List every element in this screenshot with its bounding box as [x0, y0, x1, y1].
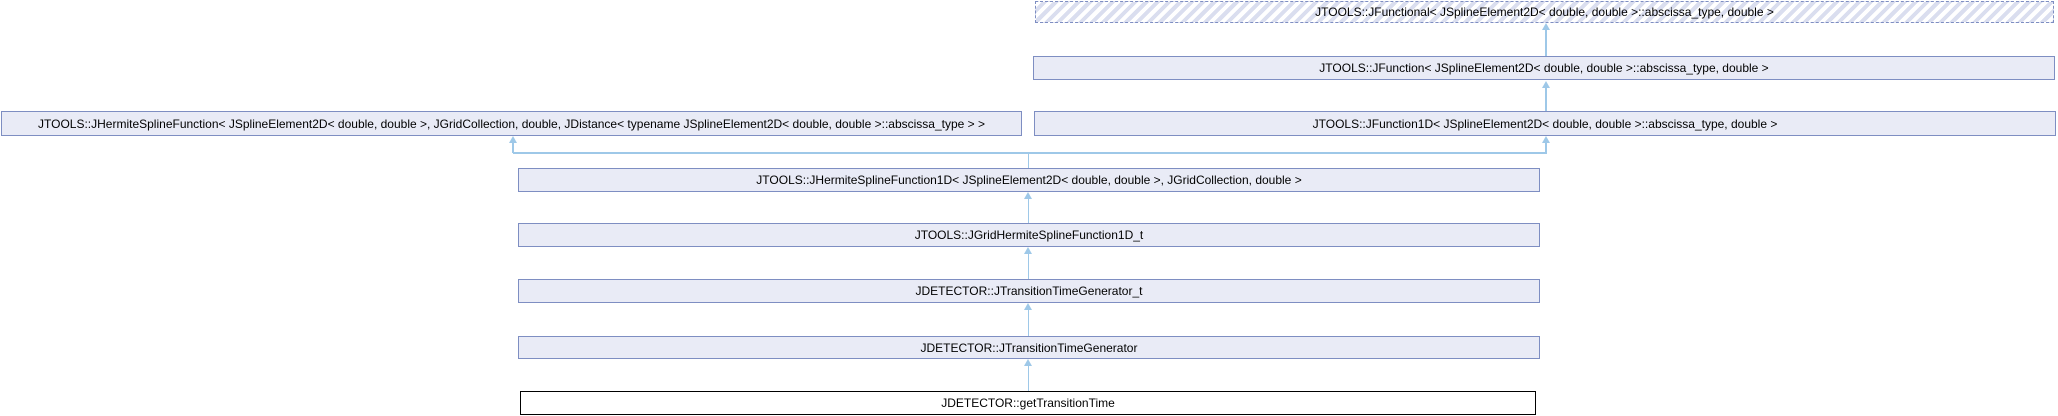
class-node-jtransitiontimegenerator-t[interactable]: JDETECTOR::JTransitionTimeGenerator_t	[518, 279, 1540, 303]
arrow-up-icon	[1541, 136, 1550, 143]
edge-jtransitiontimegenerator-t-to-jgridhermitesplinefunction1d-t	[1027, 253, 1030, 279]
arrow-up-icon	[1541, 23, 1550, 30]
class-node-jfunction[interactable]: JTOOLS::JFunction< JSplineElement2D< dou…	[1033, 56, 2055, 80]
edge-gettransitiontime-to-jtransitiontimegenerator	[1027, 365, 1030, 391]
arrow-up-icon	[1024, 359, 1032, 366]
class-node-jfunction1d[interactable]: JTOOLS::JFunction1D< JSplineElement2D< d…	[1034, 111, 2056, 136]
edge-jfunction1d-to-jfunction	[1545, 87, 1547, 111]
arrow-up-icon	[508, 136, 517, 143]
arrow-up-icon	[1024, 247, 1032, 254]
edge-jhermitesplinefunction1d-to-jfunction1d	[1545, 142, 1547, 153]
arrow-up-icon	[1024, 192, 1032, 199]
class-node-gettransitiontime: JDETECTOR::getTransitionTime	[520, 391, 1536, 415]
edge-connector-horizontal	[512, 152, 1547, 154]
class-node-jgridhermitesplinefunction1d-t[interactable]: JTOOLS::JGridHermiteSplineFunction1D_t	[518, 223, 1540, 247]
class-node-jhermitesplinefunction1d[interactable]: JTOOLS::JHermiteSplineFunction1D< JSplin…	[518, 168, 1540, 192]
class-node-jhermitesplinefunction[interactable]: JTOOLS::JHermiteSplineFunction< JSplineE…	[1, 111, 1022, 136]
edge-connector-stem	[1027, 153, 1030, 168]
edge-jfunction-to-jfunctional	[1545, 29, 1547, 56]
edge-jtransitiontimegenerator-to-jtransitiontimegenerator-t	[1027, 309, 1030, 336]
arrow-up-icon	[1024, 303, 1032, 310]
arrow-up-icon	[1541, 81, 1550, 88]
class-node-jtransitiontimegenerator[interactable]: JDETECTOR::JTransitionTimeGenerator	[518, 336, 1540, 359]
edge-jgridhermitesplinefunction1d-t-to-jhermitesplinefunction1d	[1027, 198, 1030, 223]
class-node-jfunctional: JTOOLS::JFunctional< JSplineElement2D< d…	[1035, 1, 2054, 23]
edge-jhermitesplinefunction1d-to-jhermitesplinefunction	[512, 142, 514, 153]
